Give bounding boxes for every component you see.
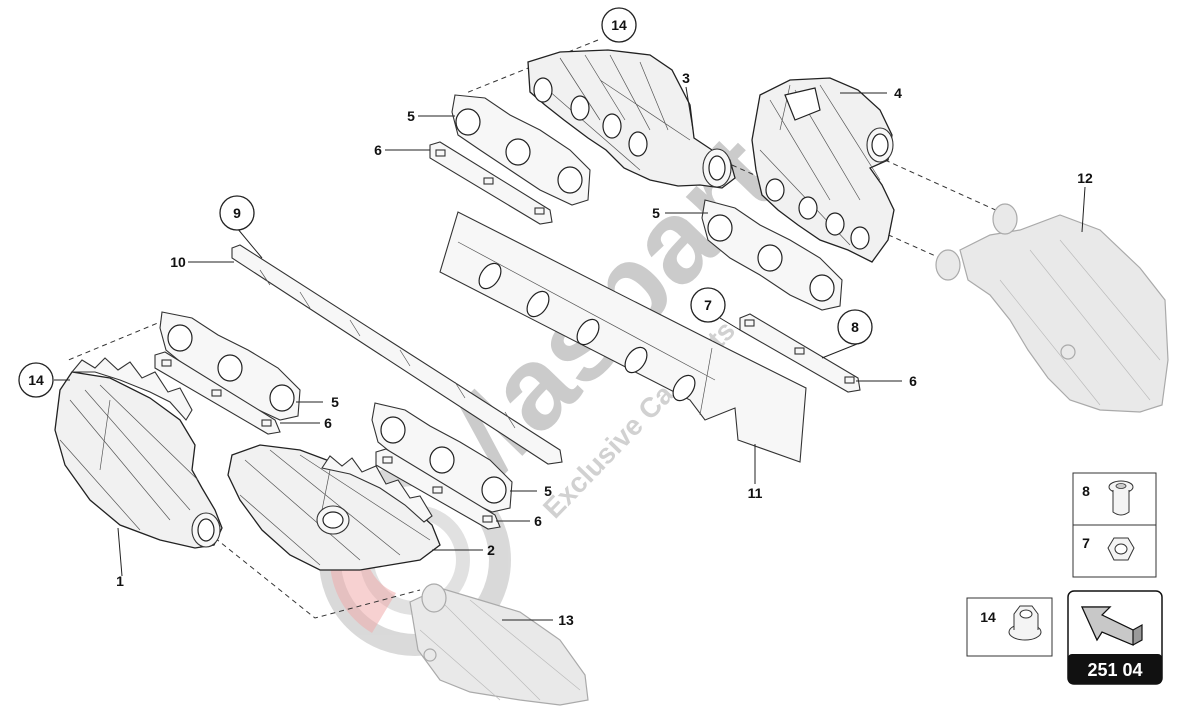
part-6-strip-lower-left	[154, 351, 281, 435]
legend-label-7: 7	[1082, 535, 1090, 551]
part-5-gasket-upper-right	[701, 199, 843, 311]
callout-5-upper-left-text: 5	[407, 108, 415, 124]
legend-label-8: 8	[1082, 483, 1090, 499]
part-13-catalytic-converter	[409, 583, 589, 706]
callout-5-upper-right-text: 5	[652, 205, 660, 221]
part-6-strip-upper-left	[429, 141, 553, 225]
callout-2-text: 2	[487, 542, 495, 558]
callout-7-text: 7	[704, 297, 712, 313]
callout-12-text: 12	[1077, 170, 1093, 186]
callout-10-text: 10	[170, 254, 186, 270]
direction-arrow-icon	[1081, 606, 1143, 646]
legend-label-14: 14	[980, 609, 996, 625]
callout-14-left-circle	[18, 362, 54, 398]
flange-nut-icon	[1008, 605, 1042, 641]
nut-icon	[1107, 537, 1135, 561]
callout-14-top-text: 14	[611, 17, 627, 33]
callout-14-top: 14	[601, 7, 637, 43]
callout-13-text: 13	[558, 612, 574, 628]
part-6-strip-lower-middle	[375, 448, 501, 530]
callout-9: 9	[219, 195, 255, 231]
callout-8-text: 8	[851, 319, 859, 335]
callout-3-text: 3	[682, 70, 690, 86]
part-5-gasket-lower-left	[159, 311, 301, 421]
part-11-heat-shield-plate	[439, 211, 807, 463]
callout-14-top-circle	[601, 7, 637, 43]
part-12-catalytic-converter	[935, 203, 1169, 413]
callout-7: 7	[690, 287, 726, 323]
callout-4-text: 4	[894, 85, 902, 101]
callout-6-lower-middle-text: 6	[534, 513, 542, 529]
part-2-exhaust-manifold	[227, 444, 441, 571]
part-10-heat-shield-strip	[231, 244, 563, 465]
callout-5-lower-middle-text: 5	[544, 483, 552, 499]
callout-14-left-text: 14	[28, 372, 44, 388]
callout-14-left: 14	[18, 362, 54, 398]
part-3-exhaust-manifold	[527, 49, 736, 189]
callout-6-lower-left-text: 6	[324, 415, 332, 431]
callout-9-text: 9	[233, 205, 241, 221]
diagram-code-text: 251 04	[1087, 660, 1142, 680]
callout-8-circle	[837, 309, 873, 345]
callout-7-circle	[690, 287, 726, 323]
part-5-gasket-lower-middle	[371, 402, 513, 513]
bolt-icon	[1108, 480, 1134, 516]
callout-6-upper-left-text: 6	[374, 142, 382, 158]
legend-box-14	[966, 597, 1053, 657]
callout-5-lower-left-text: 5	[331, 394, 339, 410]
callout-8: 8	[837, 309, 873, 345]
diagram-code-bar	[1068, 654, 1162, 684]
callout-9-circle	[219, 195, 255, 231]
part-5-gasket-upper-left	[451, 94, 591, 206]
part-1-exhaust-manifold	[54, 357, 223, 549]
callout-11-text: 11	[748, 485, 763, 501]
legend-panel: 8 7 14 251 04	[966, 472, 1163, 685]
part-4-exhaust-manifold	[751, 77, 895, 263]
diagram-code-badge: 251 04	[1067, 590, 1163, 685]
callout-6-upper-right-text: 6	[909, 373, 917, 389]
leader-lines	[54, 86, 1086, 621]
callout-1-text: 1	[116, 573, 124, 589]
